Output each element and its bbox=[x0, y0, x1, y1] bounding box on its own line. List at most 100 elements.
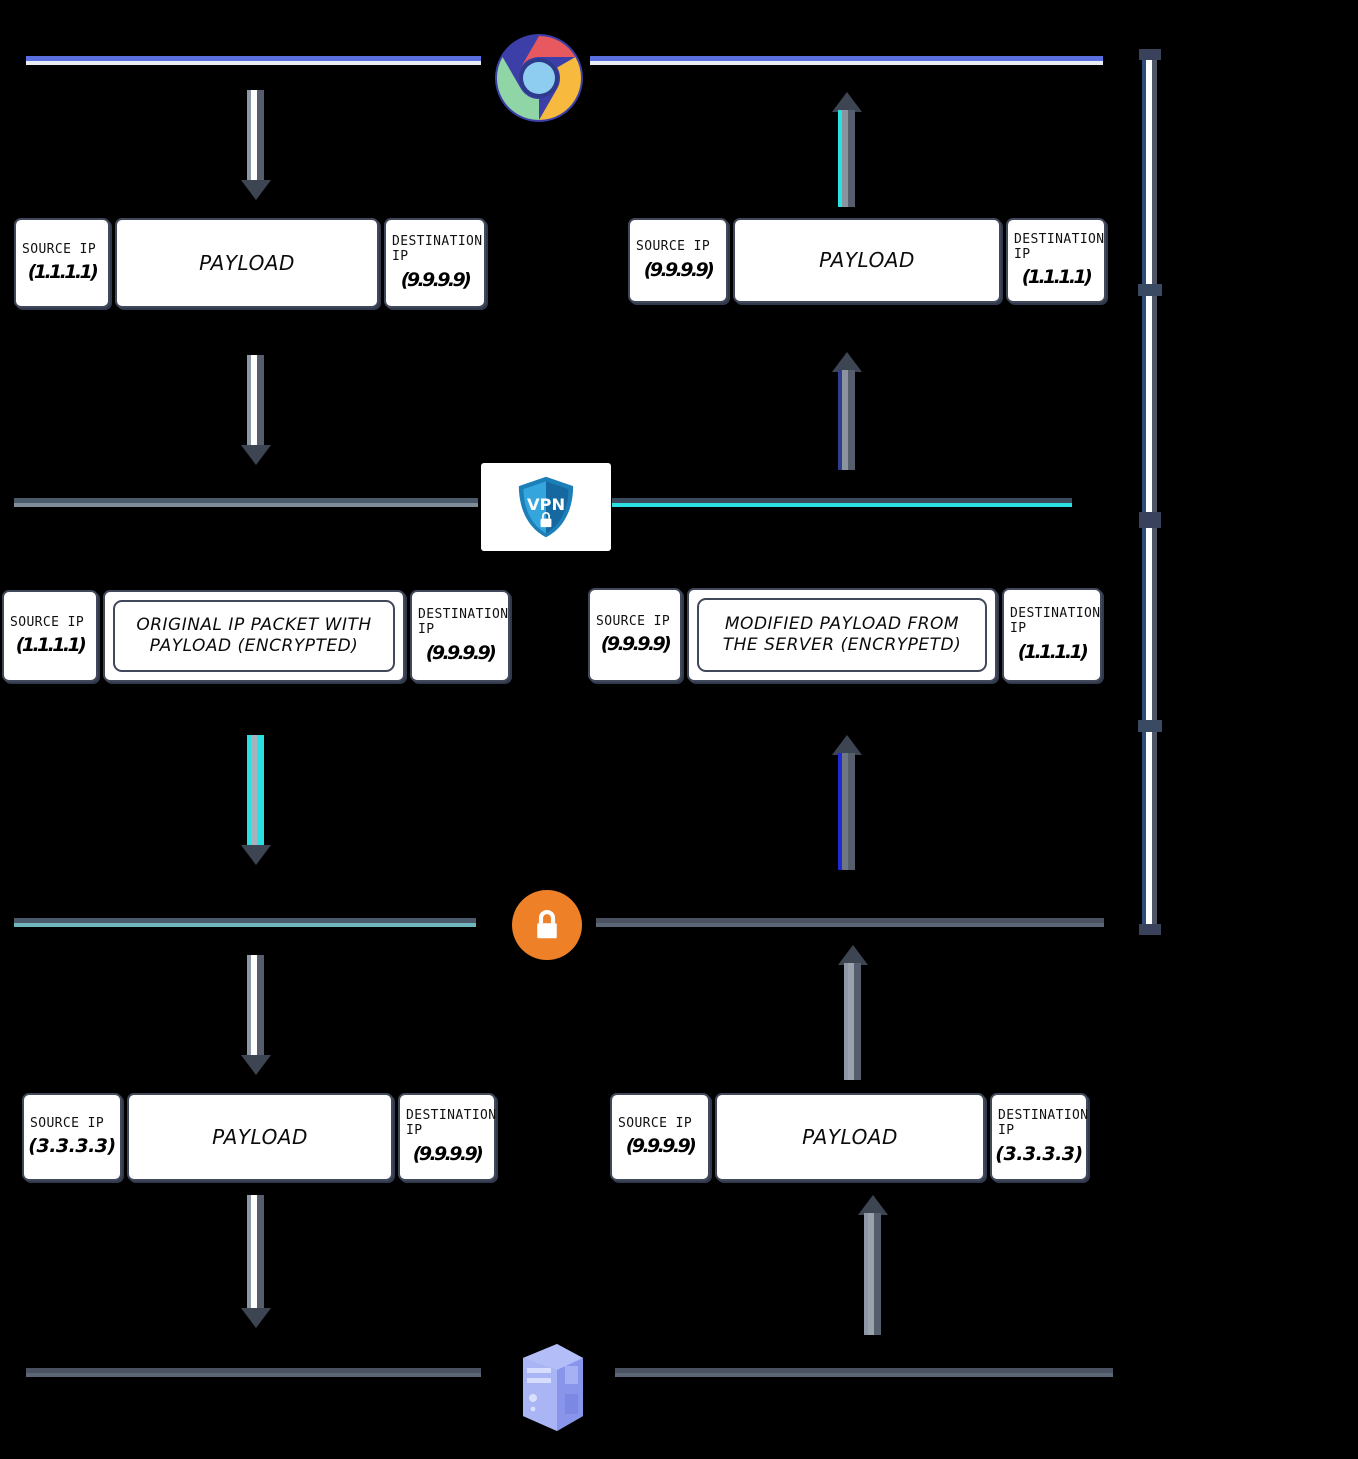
packet-payload-cell[interactable]: PAYLOAD bbox=[127, 1093, 393, 1181]
arrow-shaft-edge bbox=[247, 90, 251, 185]
source-ip-label: SOURCE IP bbox=[596, 613, 671, 629]
rail-joint bbox=[1138, 720, 1162, 732]
destination-ip-label: DESTINATION IP bbox=[392, 234, 483, 264]
packet-destination-cell[interactable]: DESTINATION IP (1.1.1.1) bbox=[1002, 588, 1102, 682]
lifeline-browser-left bbox=[26, 56, 481, 66]
packet-destination-cell[interactable]: DESTINATION IP (9.9.9.9) bbox=[398, 1093, 496, 1181]
destination-ip-value: (9.9.9.9) bbox=[412, 1142, 484, 1165]
arrow-shaft-shade bbox=[848, 753, 855, 870]
arrow-server-to-response3 bbox=[858, 1195, 888, 1335]
packet-top-right: SOURCE IP (9.9.9.9) PAYLOAD DESTINATION … bbox=[628, 218, 1106, 303]
arrow-shaft-shade bbox=[257, 90, 264, 185]
packet-mid-left: SOURCE IP (1.1.1.1) ORIGINAL IP PACKET W… bbox=[2, 590, 510, 682]
payload-inner-frame: MODIFIED PAYLOAD FROM THE SERVER (ENCRYP… bbox=[697, 598, 987, 672]
arrow-shaft-fill bbox=[842, 753, 848, 870]
destination-ip-label: DESTINATION IP bbox=[1010, 606, 1101, 636]
arrow-response-to-browser bbox=[832, 92, 862, 207]
arrow-shaft-shade bbox=[854, 963, 861, 1080]
vpn-shield-icon[interactable]: VPN bbox=[481, 463, 611, 551]
arrowhead-down-icon bbox=[241, 180, 271, 200]
arrowhead-up-icon bbox=[832, 352, 862, 372]
packet-bottom-right: SOURCE IP (9.9.9.9) PAYLOAD DESTINATION … bbox=[610, 1093, 1088, 1181]
packet-source-cell[interactable]: SOURCE IP (9.9.9.9) bbox=[588, 588, 682, 682]
lifeline-body bbox=[596, 923, 1104, 927]
rail-cap-bottom bbox=[1139, 924, 1161, 935]
lifeline-lock-right bbox=[596, 918, 1104, 928]
packet-mid-right: SOURCE IP (9.9.9.9) MODIFIED PAYLOAD FRO… bbox=[588, 588, 1102, 682]
packet-payload-cell[interactable]: PAYLOAD bbox=[733, 218, 1001, 303]
lifeline-vpn-left bbox=[14, 498, 478, 508]
payload-inner-frame: ORIGINAL IP PACKET WITH PAYLOAD (ENCRYPT… bbox=[113, 600, 395, 672]
rail-joint bbox=[1138, 284, 1162, 296]
packet-payload-cell[interactable]: PAYLOAD bbox=[115, 218, 379, 308]
lifeline-body bbox=[26, 61, 481, 65]
lifeline-accent bbox=[615, 1368, 1113, 1373]
destination-ip-value: (1.1.1.1) bbox=[1017, 640, 1089, 663]
arrow-shaft-shade bbox=[874, 1213, 881, 1335]
lifeline-server-right bbox=[615, 1368, 1113, 1378]
source-ip-label: SOURCE IP bbox=[636, 239, 711, 255]
lifeline-body bbox=[14, 923, 476, 927]
packet-payload-cell[interactable]: PAYLOAD bbox=[715, 1093, 985, 1181]
destination-ip-label: DESTINATION IP bbox=[998, 1108, 1089, 1138]
lifeline-accent bbox=[14, 918, 476, 923]
packet-destination-cell[interactable]: DESTINATION IP (9.9.9.9) bbox=[410, 590, 510, 682]
source-ip-label: SOURCE IP bbox=[30, 1115, 105, 1131]
lifeline-accent bbox=[26, 56, 481, 61]
arrow-shaft bbox=[838, 753, 856, 870]
arrow-shaft-edge bbox=[838, 753, 842, 870]
arrow-shaft-shade bbox=[257, 1195, 264, 1315]
lifeline-accent bbox=[26, 1368, 481, 1373]
destination-ip-label: DESTINATION IP bbox=[406, 1108, 497, 1138]
arrow-shaft-fill bbox=[848, 963, 854, 1080]
rail-cap-top bbox=[1139, 517, 1161, 528]
packet-source-cell[interactable]: SOURCE IP (9.9.9.9) bbox=[628, 218, 728, 303]
lifeline-body bbox=[615, 1373, 1113, 1377]
lifeline-accent bbox=[14, 498, 478, 503]
chrome-browser-icon[interactable] bbox=[489, 28, 589, 128]
arrow-shaft-edge bbox=[247, 1195, 251, 1315]
lifeline-body bbox=[14, 503, 478, 507]
packet-source-cell[interactable]: SOURCE IP (1.1.1.1) bbox=[14, 218, 110, 308]
packet-destination-cell[interactable]: DESTINATION IP (3.3.3.3) bbox=[990, 1093, 1088, 1181]
arrow-vpn-to-response1 bbox=[832, 352, 862, 470]
arrow-shaft-edge bbox=[247, 355, 251, 450]
destination-ip-label: DESTINATION IP bbox=[418, 607, 509, 637]
lifeline-vpn-right bbox=[612, 498, 1072, 508]
arrow-browser-to-packet1 bbox=[241, 90, 271, 205]
arrow-shaft-shade bbox=[848, 110, 855, 207]
arrowhead-down-icon bbox=[241, 1055, 271, 1075]
lifeline-body bbox=[612, 503, 1072, 507]
packet-payload-cell[interactable]: MODIFIED PAYLOAD FROM THE SERVER (ENCRYP… bbox=[687, 588, 997, 682]
arrow-lock-to-response2 bbox=[832, 735, 862, 870]
lifeline-lock-left bbox=[14, 918, 476, 928]
server-tower-icon[interactable] bbox=[505, 1336, 595, 1436]
payload-text: MODIFIED PAYLOAD FROM THE SERVER (ENCRYP… bbox=[722, 613, 962, 655]
payload-text: PAYLOAD bbox=[212, 1124, 308, 1149]
payload-text: PAYLOAD bbox=[819, 248, 915, 272]
padlock-icon[interactable] bbox=[512, 890, 582, 960]
packet-source-cell[interactable]: SOURCE IP (1.1.1.1) bbox=[2, 590, 98, 682]
lifeline-accent bbox=[596, 918, 1104, 923]
arrow-shaft-fill bbox=[251, 735, 257, 850]
arrowhead-up-icon bbox=[832, 735, 862, 755]
arrow-shaft bbox=[838, 370, 856, 470]
arrow-shaft-edge bbox=[247, 735, 251, 850]
arrow-shaft-fill bbox=[251, 90, 257, 185]
return-rail-upper bbox=[1138, 49, 1162, 523]
arrow-shaft-fill bbox=[251, 955, 257, 1060]
packet-destination-cell[interactable]: DESTINATION IP (9.9.9.9) bbox=[384, 218, 486, 308]
arrowhead-up-icon bbox=[858, 1195, 888, 1215]
arrow-shaft-edge bbox=[247, 955, 251, 1060]
lifeline-accent bbox=[590, 56, 1103, 61]
arrow-shaft-edge bbox=[838, 110, 842, 207]
destination-ip-label: DESTINATION IP bbox=[1014, 231, 1105, 262]
arrow-shaft-shade bbox=[257, 955, 264, 1060]
packet-destination-cell[interactable]: DESTINATION IP (1.1.1.1) bbox=[1006, 218, 1106, 303]
arrow-shaft-fill bbox=[251, 355, 257, 450]
packet-source-cell[interactable]: SOURCE IP (3.3.3.3) bbox=[22, 1093, 122, 1181]
rail-cap-top bbox=[1139, 49, 1161, 60]
packet-source-cell[interactable]: SOURCE IP (9.9.9.9) bbox=[610, 1093, 710, 1181]
packet-payload-cell[interactable]: ORIGINAL IP PACKET WITH PAYLOAD (ENCRYPT… bbox=[103, 590, 405, 682]
